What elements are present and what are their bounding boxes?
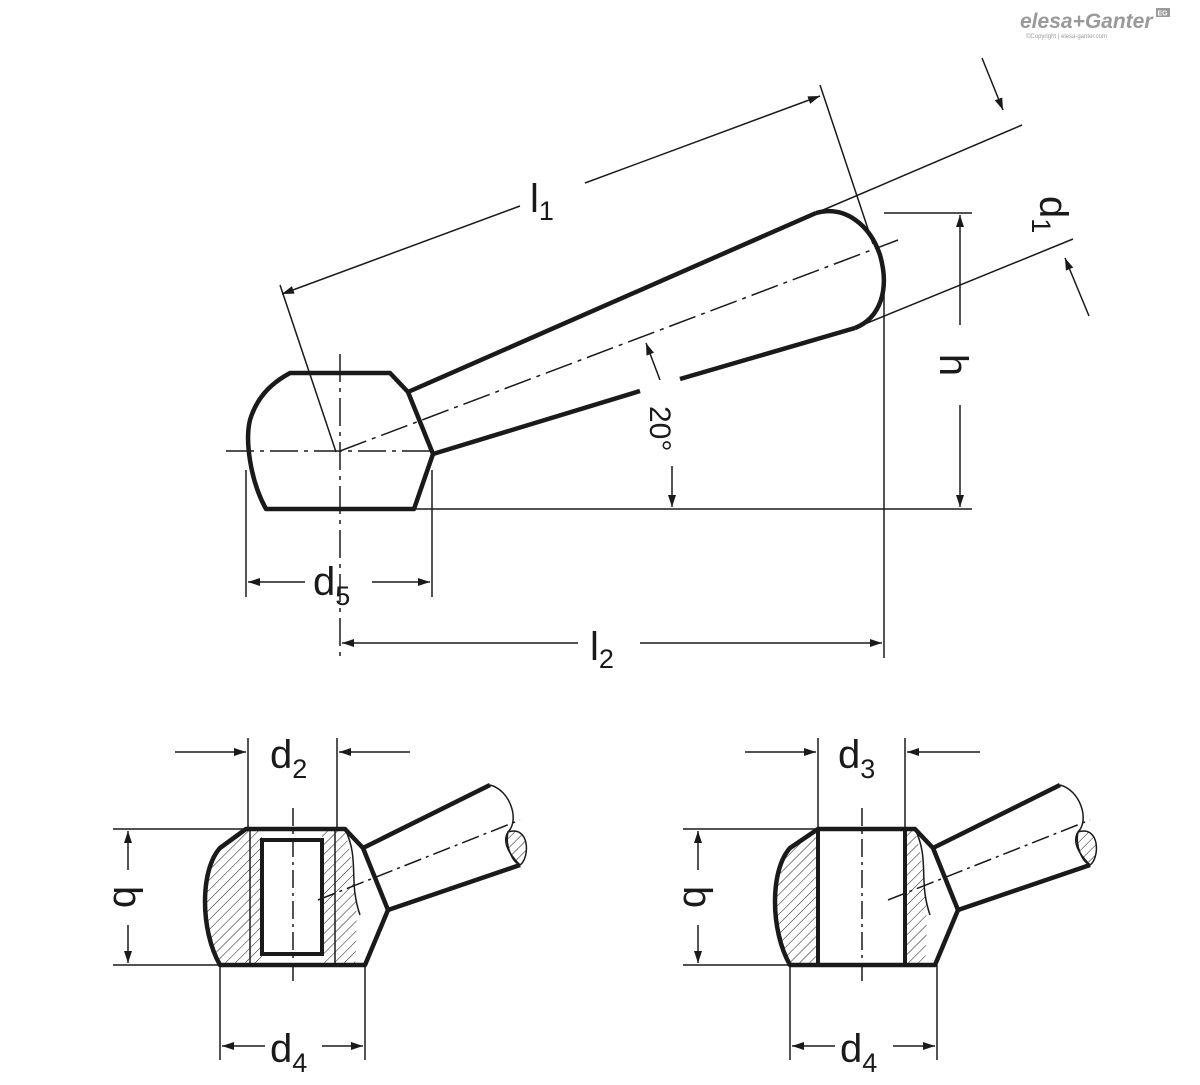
d1-extension-bottom [854,238,1074,329]
d2-label: d2 [270,733,307,784]
d4-label-left: d4 [270,1027,307,1078]
handle-upper-edge [407,210,817,395]
hatched-section-left [205,829,262,965]
logo-brand-text: elesa+Ganter [1020,10,1154,33]
l2-label: l2 [590,625,614,674]
d1-extension-top [815,124,1023,214]
elesa-ganter-logo: elesa+Ganter EG ©Copyright | elesa-gante… [1020,8,1170,40]
logo-badge [1156,8,1170,17]
l1-dimension-line-b [584,95,821,184]
b-label-left: b [105,886,149,908]
handle-axis-centerline [339,239,899,452]
d1-label: d1 [1026,196,1075,233]
handle-lower-edge-a [679,325,856,382]
d4-label-right: d4 [840,1027,877,1078]
h-label: h [931,354,975,376]
logo-copyright: ©Copyright | elesa-ganter.com [1026,33,1107,40]
hatched-section-right [322,829,357,965]
handle-stub-top [362,782,491,851]
handle-stub-bottom [387,862,521,913]
angle-arrow-top [645,342,661,381]
logo-badge-text: EG [1158,11,1169,18]
l1-dimension-line-a [281,205,521,295]
handle-stub-centerline [887,819,1091,901]
d5-label: d5 [313,560,350,611]
handle-junction-curve [914,828,931,916]
b-label-right: b [675,886,719,908]
l1-extension-left [279,284,337,453]
handle-stub-cut [506,830,528,866]
lever-side-view: l1 d1 h 20° d5 l2 [226,57,1090,674]
hub-section-outline [202,826,391,968]
hatched-section-left [775,829,818,965]
d3-label: d3 [838,733,875,784]
hub-outline [245,370,436,512]
hatched-section-right [905,829,927,965]
hub-section-outline [772,826,961,968]
angle-label: 20° [643,406,676,451]
thread-bore [260,838,324,956]
l1-label: l1 [530,177,554,226]
handle-stub-centerline [317,819,521,901]
d1-arrow-top [981,57,1004,111]
d1-arrow-bottom [1064,257,1090,317]
handle-junction-curve [344,828,361,916]
handle-stub-bottom [957,862,1091,913]
handle-stub-top [932,782,1061,851]
handle-end-cap [815,209,886,331]
handle-stub-cut [1076,830,1098,866]
section-view-threaded: d2 b d4 [105,733,528,1078]
section-view-bore: d3 b d4 [675,733,1098,1078]
handle-lower-edge-b [432,388,641,457]
l1-extension-right [819,84,874,245]
